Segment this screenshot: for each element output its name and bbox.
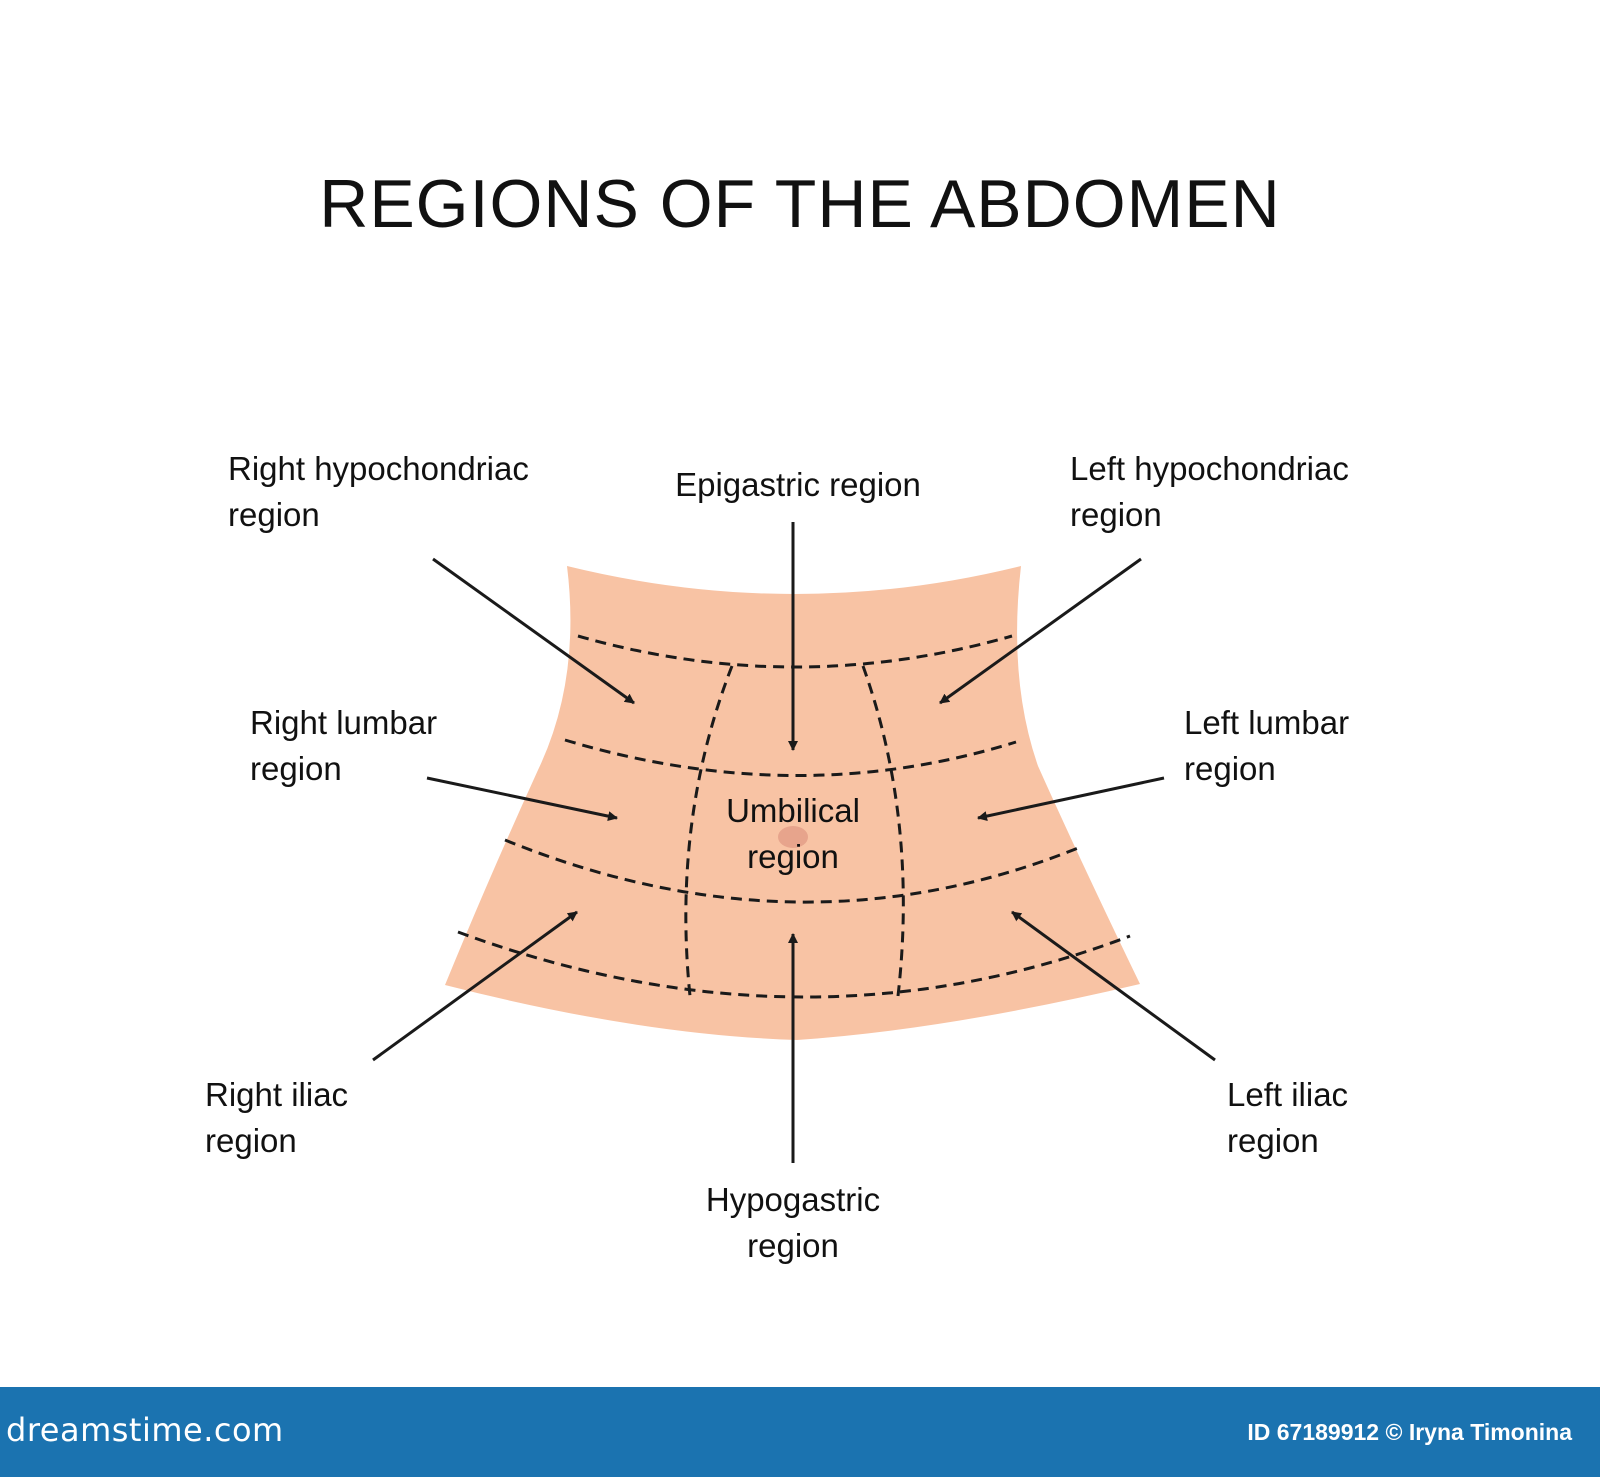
left-lumbar-label: Left lumbar region (1184, 704, 1350, 787)
right-hypochondriac-label: Right hypochondriac region (228, 450, 529, 533)
abdomen-diagram (372, 522, 1216, 1163)
right-vertical-divider-line (861, 665, 905, 997)
navel (778, 826, 808, 848)
hypogastric-label: Hypogastric region (705, 1181, 881, 1264)
upper-divider-line (577, 634, 1013, 669)
left-iliac-label: Left iliac region (1227, 1076, 1349, 1159)
lower-divider-line (457, 930, 1131, 999)
left-lumbar-arrow (977, 776, 1165, 821)
pointer-arrows (372, 522, 1216, 1163)
left-hypochondriac-arrow (939, 557, 1142, 705)
middle-lower-divider-line (504, 838, 1079, 904)
right-hypochondriac-arrow (432, 557, 635, 705)
brand-logo-text[interactable]: dreamstime.com (6, 1411, 284, 1449)
right-lumbar-label: Right lumbar region (250, 704, 438, 787)
page-title: REGIONS OF THE ABDOMEN (319, 166, 1281, 242)
left-vertical-divider-line (684, 665, 734, 997)
epigastric-label: Epigastric region (675, 466, 921, 503)
right-lumbar-arrow (426, 776, 618, 822)
watermark-footer: dreamstime.com ID 67189912 © Iryna Timon… (0, 1387, 1600, 1477)
left-iliac-arrow (1011, 910, 1216, 1062)
middle-upper-divider-line (564, 738, 1017, 777)
right-iliac-label: Right iliac region (205, 1076, 349, 1159)
umbilical-label: Umbilical region (726, 792, 860, 875)
right-iliac-arrow (372, 910, 578, 1062)
region-divider-lines (457, 634, 1131, 999)
image-credit: ID 67189912 © Iryna Timonina (1247, 1419, 1572, 1445)
left-hypochondriac-label: Left hypochondriac region (1070, 450, 1349, 533)
